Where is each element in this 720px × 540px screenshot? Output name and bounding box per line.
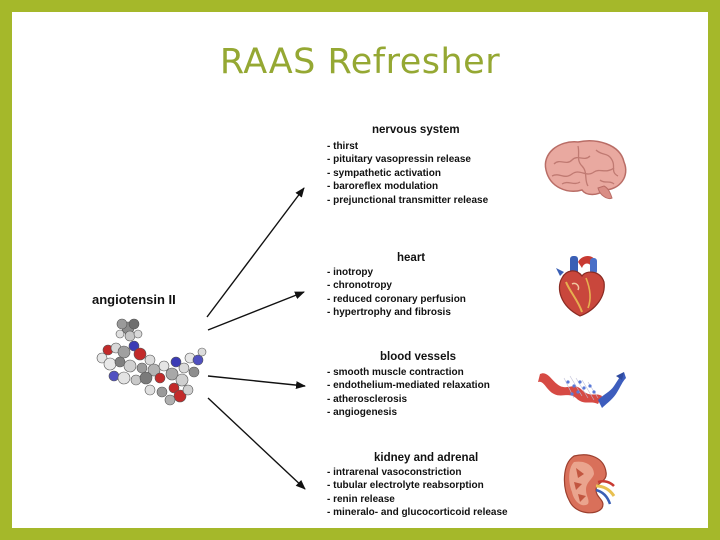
list-item: - sympathetic activation [327,167,441,179]
section-kidney-adrenal: kidney and adrenal - intrarenal vasocons… [327,452,557,528]
effect-list: - thirst - pituitary vasopressin release… [327,140,488,207]
list-item: - hypertrophy and fibrosis [327,307,451,319]
list-item: - mineralo- and glucocorticoid release [327,507,508,519]
molecule-model [96,318,207,406]
arrow-heart [207,291,305,331]
list-item: - prejunctional transmitter release [327,194,489,206]
list-item: - smooth muscle contraction [327,367,464,378]
arrows-layer [206,187,306,490]
section-nervous-system: nervous system - thirst - pituitary vaso… [327,124,557,219]
list-item: - pituitary vasopressin release [327,154,471,166]
list-item: - thirst [327,141,359,152]
section-heading: kidney and adrenal [374,452,479,464]
blood-vessel-icon [538,372,626,408]
brain-icon [544,140,627,199]
list-item: - inotropy [327,267,374,278]
heart-icon [556,256,605,317]
section-heading: nervous system [372,124,460,136]
list-item: - atherosclerosis [327,393,408,405]
list-item: - baroreflex modulation [327,181,439,193]
list-item: - renin release [327,493,395,505]
arrow-kidney-adrenal [207,397,306,490]
section-heading: blood vessels [380,351,457,363]
list-item: - reduced coronary perfusion [327,293,466,305]
list-item: - angiogenesis [327,407,398,419]
slide-title: RAAS Refresher [219,42,501,82]
effect-list: - smooth muscle contraction - endotheliu… [327,366,490,420]
section-heading: heart [397,252,426,264]
arrow-nervous-system [206,187,305,318]
section-heart: heart - inotropy - chronotropy - reduced… [327,252,557,332]
angiotensin-label: angiotensin II [92,292,176,307]
arrow-blood-vessels [207,375,306,390]
kidney-icon [563,454,616,514]
list-item: - endothelium-mediated relaxation [327,380,490,392]
section-blood-vessels: blood vessels - smooth muscle contractio… [327,351,557,431]
list-item: - chronotropy [327,280,392,292]
slide: RAAS Refresher angiotensin II [12,12,708,528]
list-item: - tubular electrolyte reabsorption [327,480,484,492]
effect-list: - intrarenal vasoconstriction - tubular … [327,466,508,520]
list-item: - intrarenal vasoconstriction [327,467,462,478]
effect-list: - inotropy - chronotropy - reduced coron… [327,266,466,320]
